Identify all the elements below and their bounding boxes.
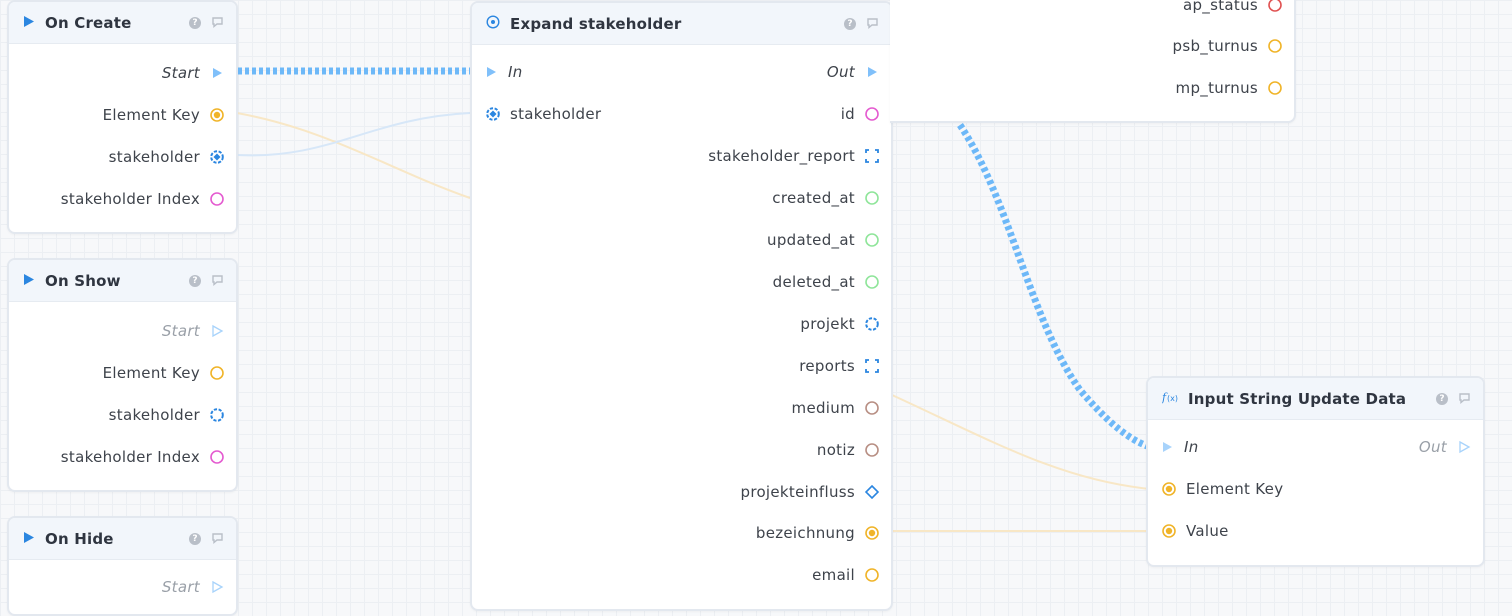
comment-icon[interactable] bbox=[211, 271, 224, 290]
node-title: On Create bbox=[45, 13, 132, 32]
output-medium[interactable]: medium bbox=[792, 398, 879, 418]
node-on-create[interactable]: On Create ? Start Element Key stakeholde… bbox=[7, 0, 238, 234]
output-bezeichnung[interactable]: bezeichnung bbox=[756, 523, 879, 543]
output-ap-status[interactable]: ap_status bbox=[1183, 0, 1282, 15]
play-triangle-icon bbox=[23, 271, 35, 290]
node-input-string-update-data[interactable]: f(x) Input String Update Data ? In Out E… bbox=[1146, 376, 1485, 567]
node-header[interactable]: On Hide ? bbox=[9, 518, 236, 560]
help-icon[interactable]: ? bbox=[1436, 392, 1448, 405]
pin-brown[interactable] bbox=[865, 401, 879, 415]
pin-yellow-filled[interactable] bbox=[210, 108, 224, 122]
target-circle-icon bbox=[486, 14, 500, 33]
node-header[interactable]: On Create ? bbox=[9, 2, 236, 44]
pin-array[interactable] bbox=[865, 149, 879, 163]
output-psb-turnus[interactable]: psb_turnus bbox=[1173, 36, 1282, 56]
exec-wire-out-in bbox=[957, 123, 1152, 451]
output-element-key[interactable]: Element Key bbox=[103, 363, 224, 383]
output-email[interactable]: email bbox=[812, 565, 879, 585]
comment-icon[interactable] bbox=[211, 13, 224, 32]
help-icon[interactable]: ? bbox=[189, 16, 201, 29]
input-stakeholder[interactable]: stakeholder bbox=[486, 104, 601, 124]
node-title: Expand stakeholder bbox=[510, 14, 682, 33]
exec-pin[interactable] bbox=[210, 66, 224, 80]
comment-icon[interactable] bbox=[211, 529, 224, 548]
node-header[interactable]: On Show ? bbox=[9, 260, 236, 302]
exec-output-start[interactable]: Start bbox=[162, 63, 224, 83]
output-deleted-at[interactable]: deleted_at bbox=[773, 272, 879, 292]
wire-element-key bbox=[236, 112, 471, 199]
comment-icon[interactable] bbox=[866, 14, 879, 33]
play-triangle-icon bbox=[23, 529, 35, 548]
help-icon[interactable]: ? bbox=[844, 17, 856, 30]
pin-brown[interactable] bbox=[865, 443, 879, 457]
exec-output-out[interactable]: Out bbox=[827, 62, 879, 82]
svg-text:(x): (x) bbox=[1167, 394, 1178, 403]
pin-green[interactable] bbox=[865, 191, 879, 205]
node-title: On Show bbox=[45, 271, 121, 290]
exec-output-start[interactable]: Start bbox=[162, 577, 224, 597]
node-header[interactable]: Expand stakeholder ? bbox=[472, 3, 891, 45]
output-id[interactable]: id bbox=[841, 104, 879, 124]
pin-pink[interactable] bbox=[210, 450, 224, 464]
help-icon[interactable]: ? bbox=[189, 532, 201, 545]
output-mp-turnus[interactable]: mp_turnus bbox=[1176, 78, 1282, 98]
output-stakeholder[interactable]: stakeholder bbox=[109, 405, 224, 425]
output-stakeholder-index[interactable]: stakeholder Index bbox=[61, 447, 224, 467]
exec-input-in[interactable]: In bbox=[1160, 437, 1199, 457]
pin-yellow[interactable] bbox=[865, 568, 879, 582]
comment-icon[interactable] bbox=[1458, 389, 1471, 408]
exec-output-start[interactable]: Start bbox=[162, 321, 224, 341]
output-updated-at[interactable]: updated_at bbox=[767, 230, 879, 250]
pin-yellow-filled[interactable] bbox=[865, 526, 879, 540]
output-element-key[interactable]: Element Key bbox=[103, 105, 224, 125]
pin-yellow[interactable] bbox=[1268, 39, 1282, 53]
help-icon[interactable]: ? bbox=[189, 274, 201, 287]
output-stakeholder-index[interactable]: stakeholder Index bbox=[61, 189, 224, 209]
pin-yellow-filled[interactable] bbox=[1162, 524, 1176, 538]
output-stakeholder-report[interactable]: stakeholder_report bbox=[708, 146, 879, 166]
exec-pin[interactable] bbox=[210, 324, 224, 338]
exec-pin[interactable] bbox=[865, 65, 879, 79]
pin-pink[interactable] bbox=[865, 107, 879, 121]
exec-pin[interactable] bbox=[484, 65, 498, 79]
pin-struct[interactable] bbox=[865, 317, 879, 331]
pin-yellow[interactable] bbox=[1268, 81, 1282, 95]
node-on-show[interactable]: On Show ? Start Element Key stakeholder … bbox=[7, 258, 238, 492]
pin-yellow-filled[interactable] bbox=[1162, 482, 1176, 496]
wire-medium bbox=[891, 394, 1151, 490]
pin-yellow[interactable] bbox=[210, 366, 224, 380]
pin-diamond[interactable] bbox=[865, 485, 879, 499]
pin-pink[interactable] bbox=[210, 192, 224, 206]
node-partial-top[interactable]: ap_status psb_turnus mp_turnus bbox=[890, 0, 1296, 123]
exec-input-in[interactable]: In bbox=[484, 62, 523, 82]
pin-green[interactable] bbox=[865, 233, 879, 247]
pin-struct-filled[interactable] bbox=[486, 107, 500, 121]
output-projekteinfluss[interactable]: projekteinfluss bbox=[741, 482, 879, 502]
input-element-key[interactable]: Element Key bbox=[1162, 479, 1283, 499]
exec-output-out[interactable]: Out bbox=[1419, 437, 1471, 457]
pin-green[interactable] bbox=[865, 275, 879, 289]
output-projekt[interactable]: projekt bbox=[800, 314, 879, 334]
node-header[interactable]: f(x) Input String Update Data ? bbox=[1148, 378, 1483, 420]
node-expand-stakeholder[interactable]: Expand stakeholder ? In Out stakeholder … bbox=[470, 1, 893, 611]
exec-pin[interactable] bbox=[1160, 440, 1174, 454]
pin-red[interactable] bbox=[1268, 0, 1282, 12]
exec-pin[interactable] bbox=[210, 580, 224, 594]
node-title: Input String Update Data bbox=[1188, 389, 1407, 408]
pin-array[interactable] bbox=[865, 359, 879, 373]
exec-pin[interactable] bbox=[1457, 440, 1471, 454]
output-stakeholder[interactable]: stakeholder bbox=[109, 147, 224, 167]
function-fx-icon: f(x) bbox=[1161, 389, 1178, 408]
output-reports[interactable]: reports bbox=[799, 356, 879, 376]
output-notiz[interactable]: notiz bbox=[817, 440, 879, 460]
pin-struct[interactable] bbox=[210, 408, 224, 422]
node-title: On Hide bbox=[45, 529, 114, 548]
play-triangle-icon bbox=[23, 13, 35, 32]
input-value[interactable]: Value bbox=[1162, 521, 1229, 541]
svg-text:f: f bbox=[1162, 391, 1168, 404]
pin-struct-filled[interactable] bbox=[210, 150, 224, 164]
output-created-at[interactable]: created_at bbox=[772, 188, 879, 208]
node-on-hide[interactable]: On Hide ? Start bbox=[7, 516, 238, 616]
wire-stakeholder bbox=[236, 112, 471, 157]
